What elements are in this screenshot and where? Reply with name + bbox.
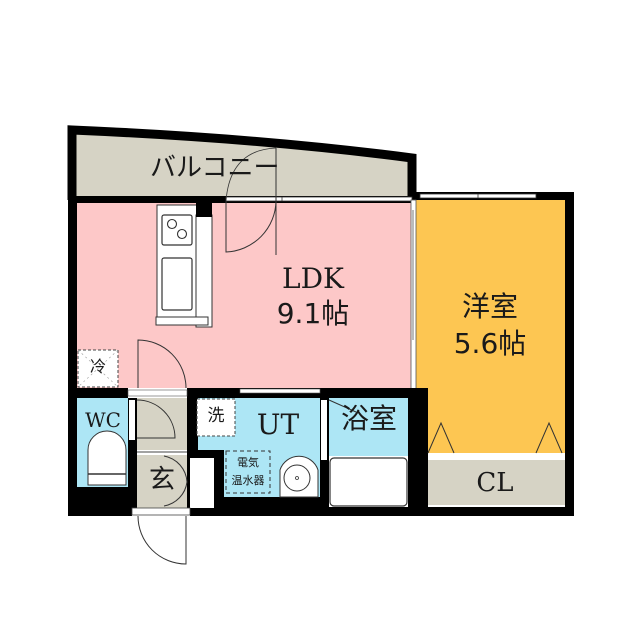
washer-label: 洗 xyxy=(207,406,225,426)
closet-floor xyxy=(428,460,565,505)
balcony-label: バルコニー xyxy=(150,153,280,183)
bath-floor xyxy=(329,398,408,456)
ldk-label: LDK xyxy=(282,262,344,295)
western-floor xyxy=(416,200,566,453)
wc-label: WC xyxy=(85,408,121,432)
western-size: 5.6帖 xyxy=(453,327,527,360)
toilet xyxy=(87,430,127,486)
washer-space xyxy=(196,398,236,437)
wash-basin xyxy=(279,455,319,498)
bathtub xyxy=(329,457,408,507)
hall-floor xyxy=(137,398,187,450)
balcony-wall xyxy=(67,125,417,200)
entrance-label: 玄 xyxy=(148,465,175,495)
balcony-area xyxy=(72,130,412,200)
western-label: 洋室 xyxy=(461,290,518,323)
ut-label: UT xyxy=(256,408,300,441)
bath-label: 浴室 xyxy=(340,402,397,435)
ldk-floor xyxy=(76,201,412,388)
fridge-label: 冷 xyxy=(89,357,106,376)
ldk-size: 9.1帖 xyxy=(276,297,350,330)
closet-label: CL xyxy=(476,468,514,498)
water-heater xyxy=(225,450,271,494)
water-heater-label-2: 温水器 xyxy=(231,474,265,487)
water-heater-label-1: 電気 xyxy=(237,456,259,469)
